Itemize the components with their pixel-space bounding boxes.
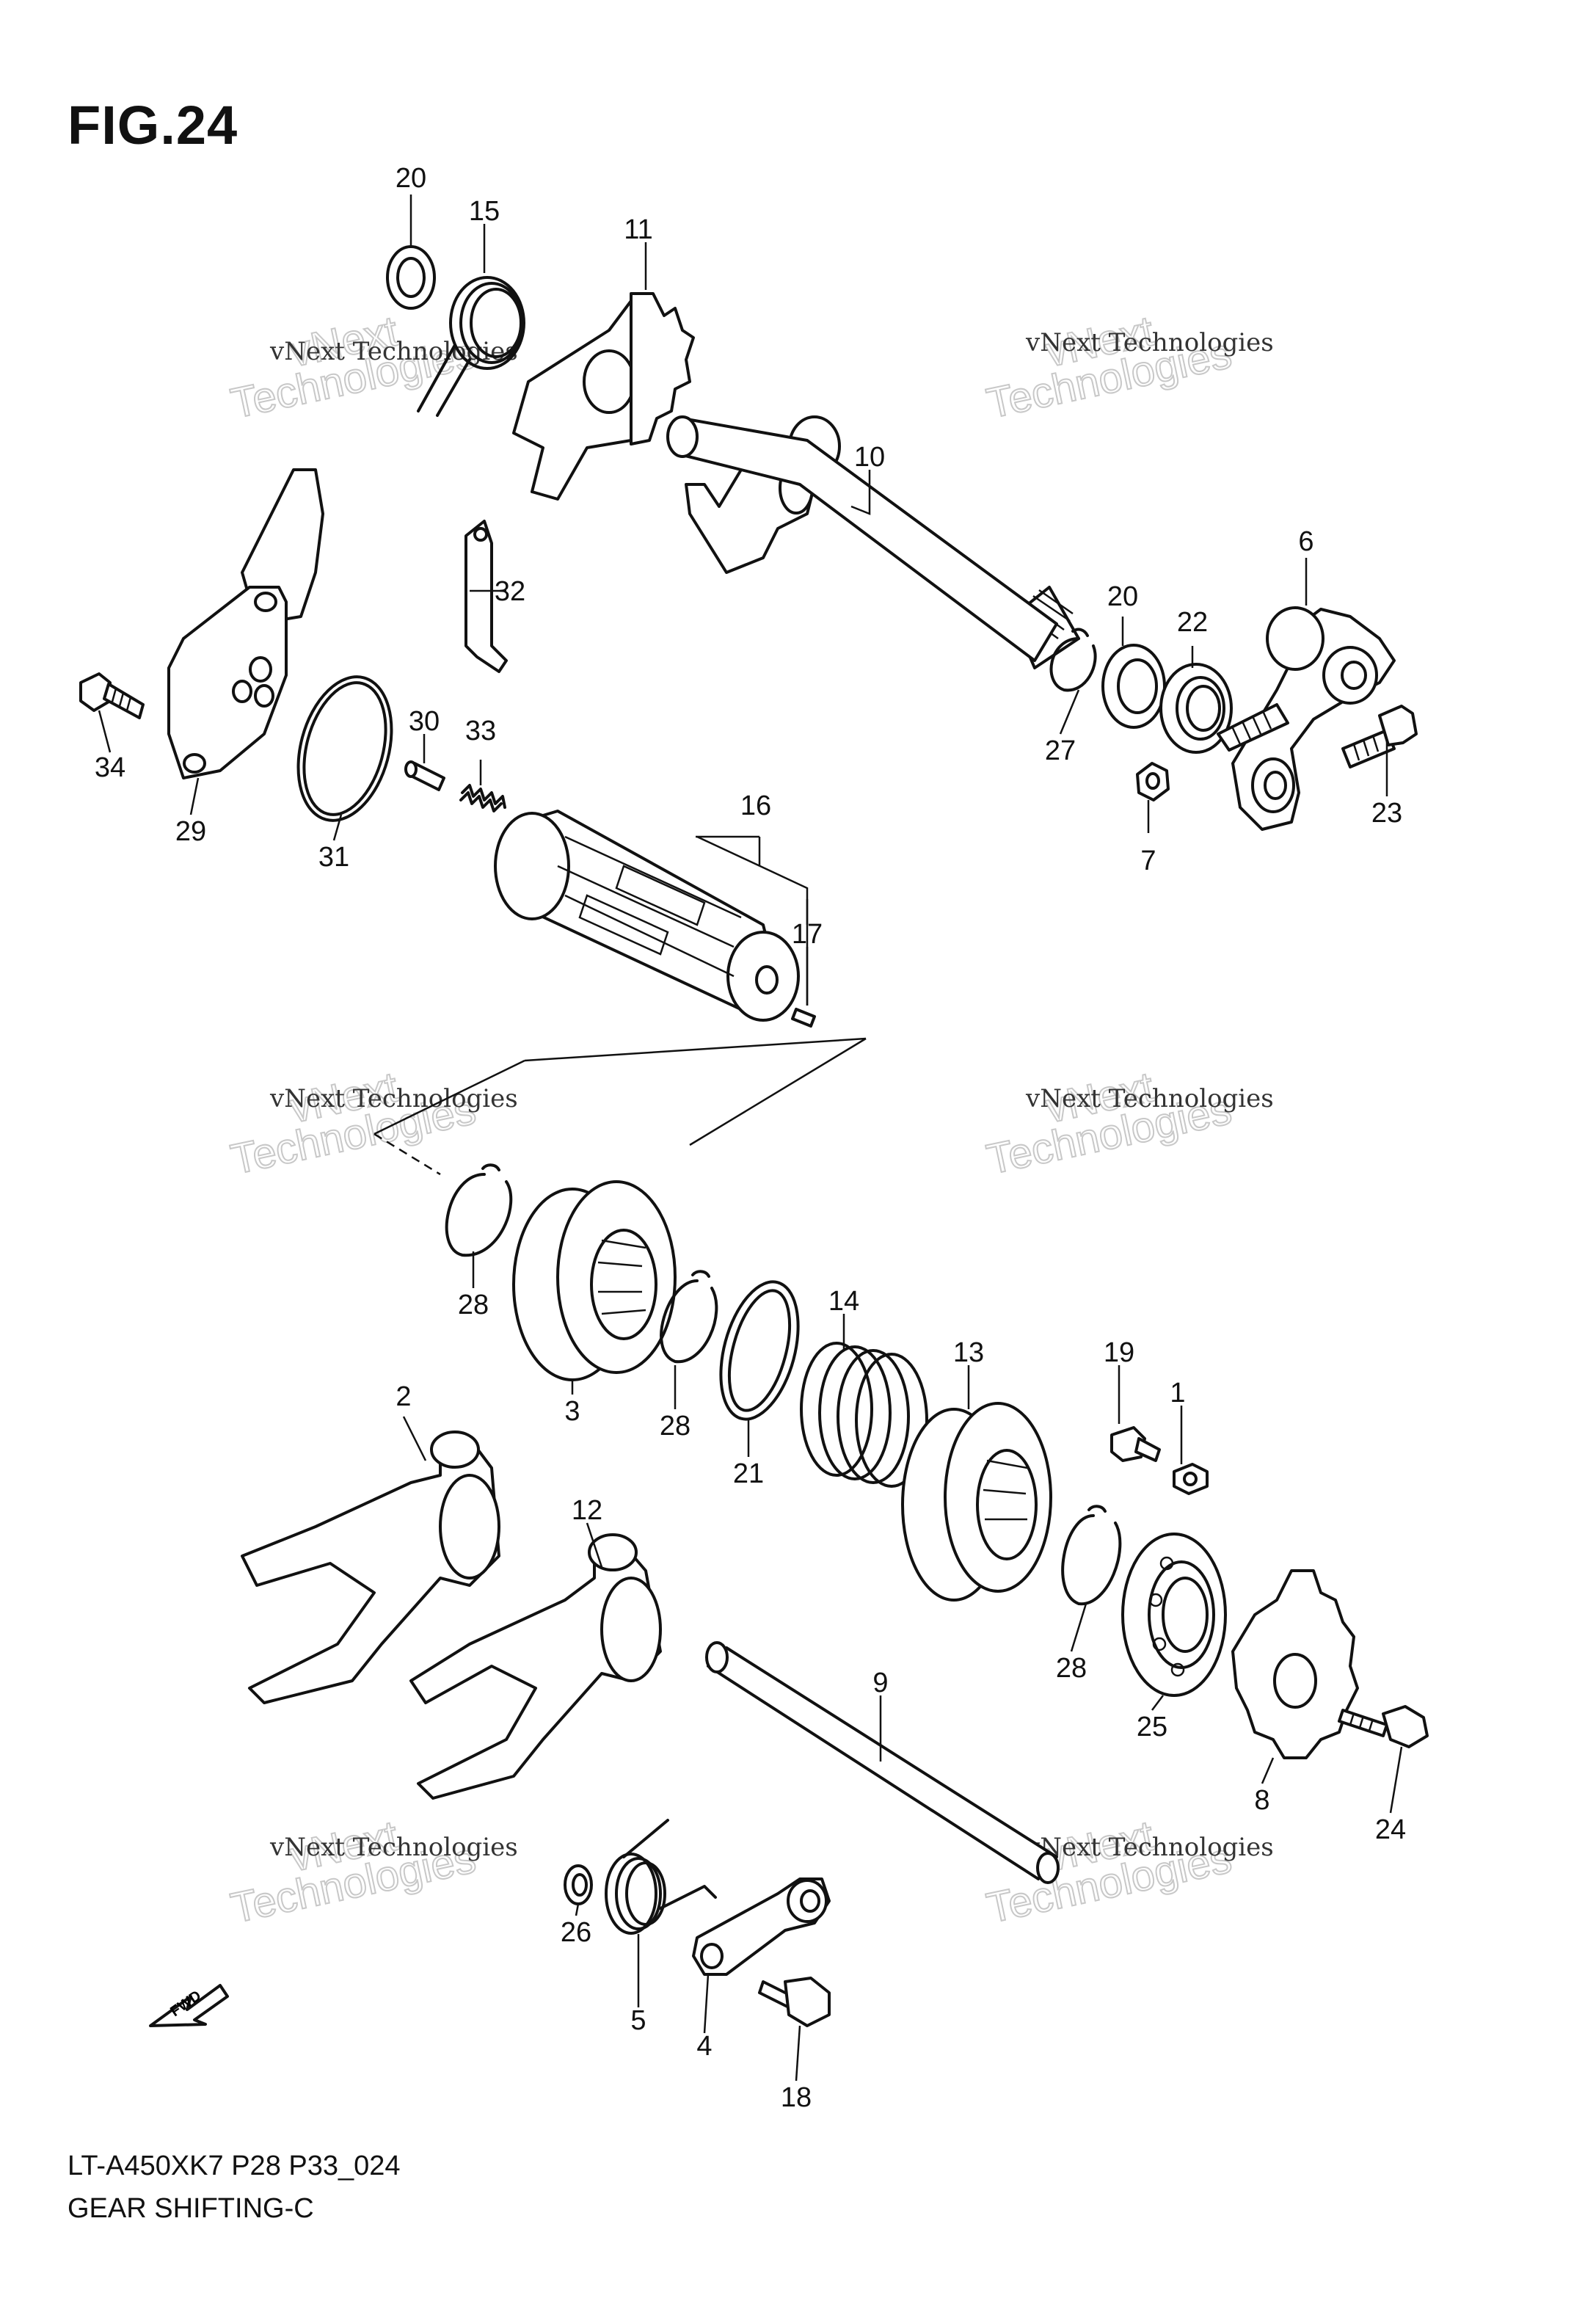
shift-fork-shaft-9 bbox=[705, 1641, 1060, 1884]
cam-driven-gear-3 bbox=[512, 1180, 677, 1381]
part-label-31: 31 bbox=[318, 842, 349, 873]
shaft-10-cylinder bbox=[666, 415, 1058, 662]
gearshift-cam-drum-16 bbox=[494, 810, 800, 1022]
oil-seal-22 bbox=[1159, 663, 1233, 754]
part-label-4: 4 bbox=[696, 2031, 712, 2062]
part-label-1: 1 bbox=[1170, 1378, 1185, 1408]
part-label-27: 27 bbox=[1045, 735, 1076, 766]
svg-text:vNext Technologies: vNext Technologies bbox=[269, 1833, 518, 1862]
part-label-28-left: 28 bbox=[458, 1290, 489, 1320]
part-label-2: 2 bbox=[396, 1381, 411, 1412]
circlip-28-right bbox=[1061, 1505, 1122, 1606]
part-label-5: 5 bbox=[630, 2005, 646, 2036]
cover-plate-29 bbox=[167, 468, 324, 779]
part-label-16: 16 bbox=[740, 790, 771, 821]
shift-fork-2 bbox=[241, 1431, 500, 1704]
model-code: LT-A450XK7 P28 P33_024 bbox=[68, 2151, 401, 2181]
gear-shift-arm-11 bbox=[512, 292, 695, 501]
part-label-18: 18 bbox=[781, 2082, 812, 2113]
watermark-top-left: Technologies vNext vNext Technologies bbox=[226, 306, 518, 428]
part-label-28-right: 28 bbox=[1056, 1653, 1087, 1684]
o-ring-31 bbox=[296, 675, 393, 822]
washer-26 bbox=[564, 1864, 593, 1905]
part-label-33: 33 bbox=[465, 716, 496, 746]
part-label-10: 10 bbox=[854, 442, 885, 473]
part-labels: 1 2 3 4 5 6 7 8 9 10 11 12 13 14 15 16 1… bbox=[95, 163, 1406, 2113]
part-label-8: 8 bbox=[1254, 1785, 1269, 1816]
spring-clip-32 bbox=[464, 520, 508, 673]
svg-text:vNext Technologies: vNext Technologies bbox=[1025, 1084, 1274, 1113]
pin-30 bbox=[404, 760, 445, 791]
part-label-3: 3 bbox=[564, 1396, 580, 1427]
part-label-30: 30 bbox=[409, 706, 440, 737]
part-label-20-right: 20 bbox=[1107, 581, 1138, 612]
washer-21 bbox=[719, 1280, 800, 1421]
part-label-11: 11 bbox=[624, 214, 652, 245]
part-label-19: 19 bbox=[1104, 1337, 1134, 1368]
watermark-mid-left: Technologies vNext vNext Technologies bbox=[226, 1062, 518, 1184]
part-label-21: 21 bbox=[733, 1458, 764, 1489]
assembly-outline bbox=[374, 1037, 867, 1176]
part-label-25: 25 bbox=[1137, 1712, 1167, 1742]
gear-8 bbox=[1231, 1569, 1359, 1759]
nut-7 bbox=[1136, 762, 1170, 801]
pin-17 bbox=[791, 1008, 816, 1028]
spring-15 bbox=[417, 276, 525, 417]
bolt-24 bbox=[1338, 1705, 1429, 1748]
washer-20-top bbox=[386, 245, 436, 310]
gear-13 bbox=[901, 1402, 1052, 1602]
part-label-13: 13 bbox=[953, 1337, 984, 1368]
circlip-27 bbox=[1049, 628, 1097, 692]
part-label-28-middle: 28 bbox=[660, 1411, 690, 1442]
bolt-23 bbox=[1341, 705, 1418, 768]
part-label-12: 12 bbox=[572, 1495, 602, 1526]
spring-33 bbox=[459, 784, 506, 813]
circlip-28-middle bbox=[660, 1270, 718, 1364]
bolt-18 bbox=[758, 1977, 831, 2027]
part-label-9: 9 bbox=[872, 1668, 888, 1698]
svg-text:vNext Technologies: vNext Technologies bbox=[1025, 1833, 1274, 1862]
part-label-20-top: 20 bbox=[396, 163, 426, 194]
shift-lever-6 bbox=[1217, 606, 1396, 831]
nut-1 bbox=[1173, 1463, 1209, 1495]
watermark-top-right: Technologies vNext vNext Technologies bbox=[982, 306, 1274, 428]
part-label-26: 26 bbox=[561, 1917, 591, 1948]
part-label-14: 14 bbox=[828, 1286, 859, 1317]
bolt-34 bbox=[79, 672, 145, 719]
svg-text:vNext Technologies: vNext Technologies bbox=[269, 1084, 518, 1113]
watermark-bottom-left: Technologies vNext vNext Technologies bbox=[226, 1811, 518, 1933]
stopper-4 bbox=[692, 1877, 831, 1976]
part-label-23: 23 bbox=[1371, 798, 1402, 829]
leader-lines bbox=[98, 195, 1403, 2082]
figure-title: FIG.24 bbox=[68, 95, 238, 156]
part-label-17: 17 bbox=[792, 919, 823, 950]
spring-5 bbox=[605, 1819, 717, 1935]
diagram-title: GEAR SHIFTING-C bbox=[68, 2193, 314, 2224]
fwd-arrow-icon: FWD bbox=[149, 1984, 229, 2027]
part-label-29: 29 bbox=[175, 816, 206, 847]
part-label-15: 15 bbox=[469, 196, 500, 227]
part-label-6: 6 bbox=[1298, 526, 1313, 557]
watermark-mid-right: Technologies vNext vNext Technologies bbox=[982, 1062, 1274, 1184]
spring-14 bbox=[800, 1342, 928, 1488]
shift-fork-12 bbox=[409, 1533, 662, 1800]
part-label-7: 7 bbox=[1140, 846, 1156, 876]
part-label-32: 32 bbox=[495, 576, 525, 607]
svg-text:vNext Technologies: vNext Technologies bbox=[1025, 328, 1274, 357]
bearing-25 bbox=[1121, 1533, 1227, 1697]
circlip-28-left bbox=[445, 1163, 513, 1257]
washer-20-right bbox=[1101, 644, 1166, 729]
screw-19 bbox=[1110, 1426, 1161, 1462]
part-label-34: 34 bbox=[95, 752, 125, 783]
part-label-24: 24 bbox=[1375, 1814, 1406, 1845]
part-label-22: 22 bbox=[1177, 607, 1208, 638]
